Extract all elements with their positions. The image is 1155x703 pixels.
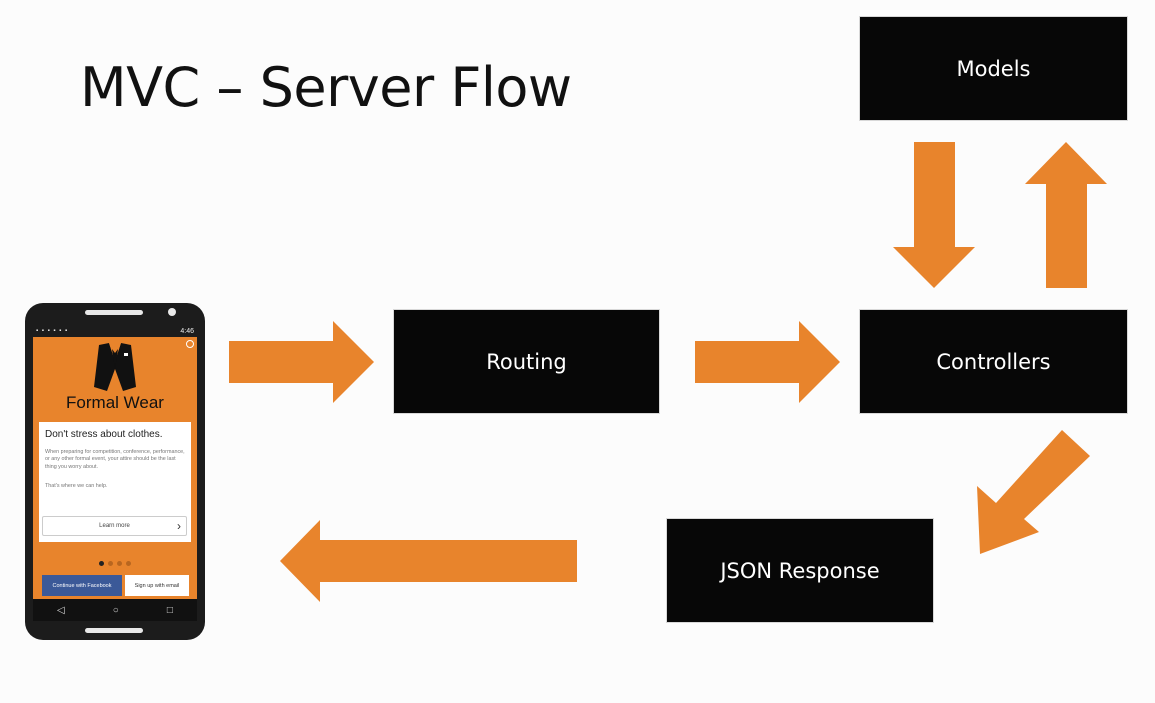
arrow-controllers-to-models — [1025, 142, 1107, 288]
pager-dot[interactable] — [99, 561, 104, 566]
card-body: When preparing for competition, conferen… — [45, 449, 185, 470]
controllers-label: Controllers — [936, 349, 1051, 374]
status-time: 4:46 — [180, 327, 194, 335]
tuxedo-logo-icon — [94, 343, 136, 391]
pager-dot[interactable] — [117, 561, 122, 566]
json-response-box: JSON Response — [667, 519, 933, 622]
chevron-right-icon: › — [177, 519, 181, 533]
learn-more-button[interactable]: Learn more › — [42, 516, 187, 536]
brand-name: Formal Wear — [66, 393, 164, 412]
arrow-phone-to-routing — [229, 321, 374, 403]
diagram-title: MVC – Server Flow — [80, 56, 572, 119]
back-icon[interactable]: ◁ — [57, 604, 65, 616]
card-body-secondary: That's where we can help. — [45, 483, 108, 489]
controllers-box: Controllers — [860, 310, 1127, 413]
pager-dot[interactable] — [108, 561, 113, 566]
pager-dots[interactable] — [33, 553, 197, 571]
arrow-controllers-to-json — [977, 430, 1090, 554]
json-response-label: JSON Response — [720, 558, 880, 583]
phone-screen: ▪ ▪ ▪ ▪ ▪ ▪ 4:46 Formal Wear Don't stres… — [33, 325, 197, 621]
notification-icons: ▪ ▪ ▪ ▪ ▪ ▪ — [36, 328, 69, 334]
home-icon[interactable]: ○ — [112, 604, 119, 616]
phone-camera — [168, 308, 176, 316]
phone-mockup: ▪ ▪ ▪ ▪ ▪ ▪ 4:46 Formal Wear Don't stres… — [25, 303, 205, 640]
models-box: Models — [860, 17, 1127, 120]
phone-bottom-speaker — [85, 628, 143, 633]
continue-with-facebook-button[interactable]: Continue with Facebook — [42, 575, 122, 596]
sign-up-with-email-button[interactable]: Sign up with email — [125, 575, 189, 596]
recent-apps-icon[interactable]: □ — [166, 604, 173, 616]
arrow-routing-to-controllers — [695, 321, 840, 403]
card-headline: Don't stress about clothes. — [45, 429, 163, 440]
learn-more-label: Learn more — [99, 523, 130, 529]
routing-label: Routing — [486, 349, 567, 374]
arrow-models-to-controllers — [893, 142, 975, 288]
status-bar: ▪ ▪ ▪ ▪ ▪ ▪ 4:46 — [33, 325, 197, 337]
pager-dot[interactable] — [126, 561, 131, 566]
android-navbar: ◁ ○ □ — [33, 599, 197, 621]
arrow-json-to-phone — [280, 520, 577, 602]
settings-icon[interactable] — [186, 340, 194, 348]
models-label: Models — [956, 56, 1031, 81]
phone-speaker — [85, 310, 143, 315]
intro-card: Don't stress about clothes. When prepari… — [39, 422, 191, 542]
routing-box: Routing — [394, 310, 659, 413]
